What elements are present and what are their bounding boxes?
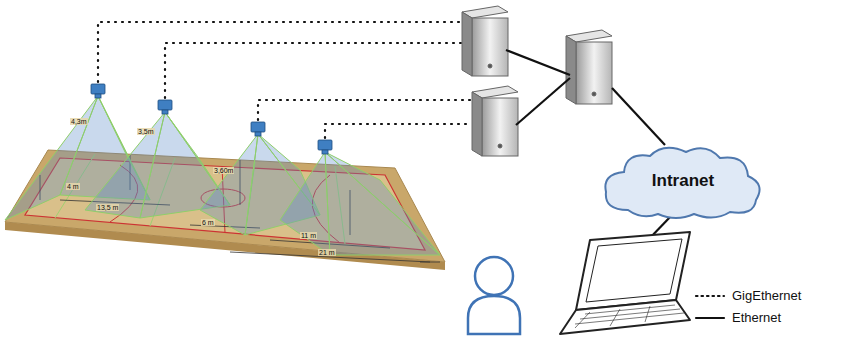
network-name: Intranet xyxy=(598,140,768,222)
dimension-label: 13,5 m xyxy=(96,204,119,211)
dimension-label: 21 m xyxy=(318,249,336,256)
legend-sample xyxy=(694,291,726,301)
legend-entry: Ethernet xyxy=(694,310,781,325)
dimension-label: 6 m xyxy=(201,219,215,226)
dimension-label: 3,60m xyxy=(213,167,234,174)
legend-entry: GigEthernet xyxy=(694,288,801,303)
dimension-label: 4 m xyxy=(66,183,80,190)
camera-coverage xyxy=(5,96,440,255)
legend-sample xyxy=(694,313,726,323)
laptop xyxy=(560,232,690,334)
camera xyxy=(91,84,332,154)
dimension-label: 3,5m xyxy=(137,128,155,135)
server xyxy=(462,6,612,156)
cloud-shape xyxy=(605,148,759,218)
legend-text: Ethernet xyxy=(732,310,781,325)
gigethernet-cable xyxy=(98,22,472,138)
dimension-label: 11 m xyxy=(300,232,317,239)
legend-text: GigEthernet xyxy=(732,288,801,303)
dimension-label: 4,3m xyxy=(70,118,88,125)
user-icon xyxy=(468,257,520,334)
network-cloud: Intranet xyxy=(598,140,768,222)
